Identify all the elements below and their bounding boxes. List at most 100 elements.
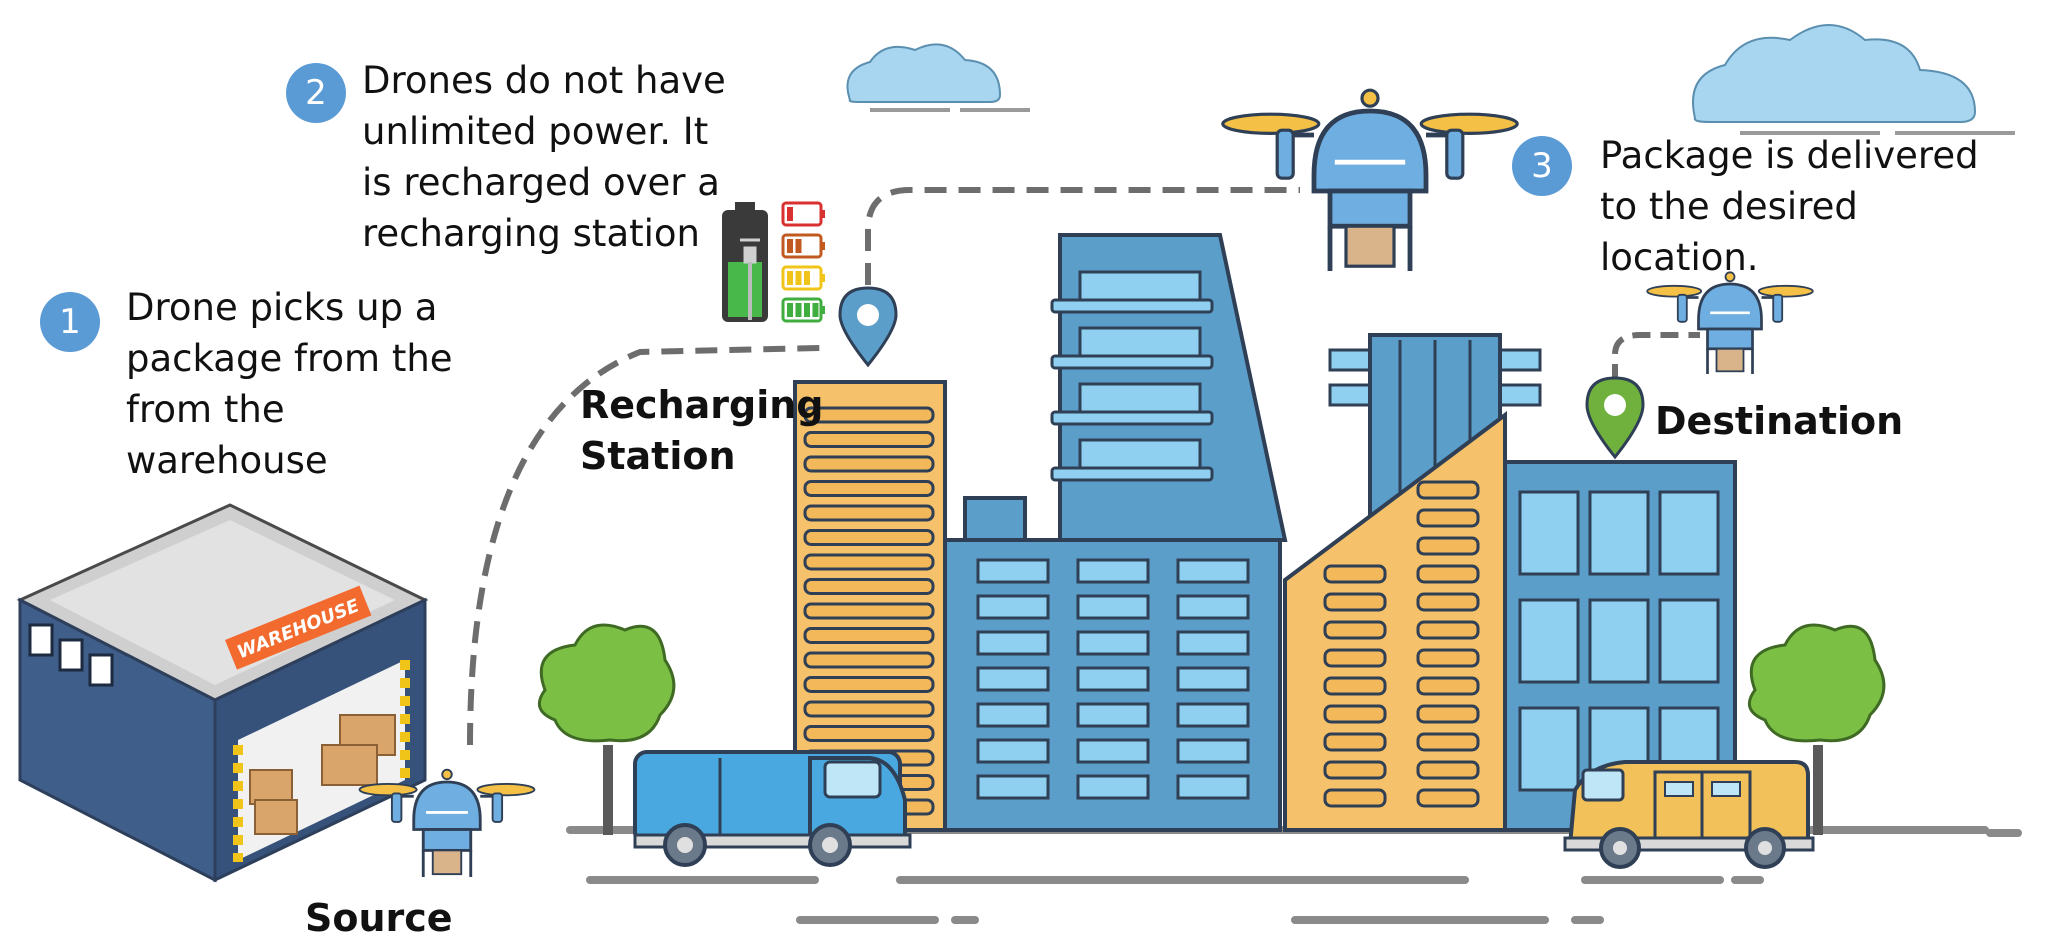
building-slat [1323,788,1387,808]
building-slat [1416,648,1480,668]
building-slat [1323,592,1387,612]
building-slat [803,455,935,473]
recharging-station-pin-icon [838,286,898,368]
recharging-station-label: Recharging Station [580,380,823,482]
step-2-line: recharging station [362,212,700,255]
building-slat [803,676,935,693]
building-window [1076,666,1150,692]
building-window [976,738,1050,764]
step-1-line: Drone picks up a [126,286,438,329]
building-window [1076,594,1150,620]
building-window [1176,738,1250,764]
step-2-badge: 2 [286,63,346,123]
building-slat [803,602,935,620]
battery-level-icon [781,297,825,323]
building-slat [1416,508,1480,528]
route-drone-to-destination [1612,332,1700,410]
building-slat [1416,564,1480,584]
battery-level-icon [781,201,825,227]
drone-destination-icon [1645,270,1815,376]
recharging-station-label-line: Recharging [580,383,824,427]
route-source-to-station [467,345,821,746]
building-slat [803,700,935,718]
building-slat [803,480,935,497]
battery-bar [804,271,810,285]
office-building-orange [1283,411,1507,832]
building-window [1588,598,1650,684]
building-window [1176,774,1250,800]
warehouse-sign [225,585,372,670]
building-slat [1416,760,1480,780]
step-2-line: Drones do not have [362,59,726,102]
destination-label-text: Destination [1655,399,1904,443]
tower-building [1050,233,1288,542]
step-3-badge: 3 [1512,136,1572,196]
building-slat [1323,760,1387,780]
building-slat [803,553,935,571]
building-slat [803,431,935,448]
building-slat [1323,648,1387,668]
building-balcony [1050,410,1214,426]
tree-right [1747,623,1886,835]
battery-bar [787,239,793,253]
battery-tip [821,242,825,250]
battery-level-icons [781,201,825,323]
building-window [1518,706,1580,792]
recharging-station-label-line: Station [580,434,736,478]
battery-bar [787,207,793,221]
building-window [1518,598,1580,684]
source-label-text: Source [305,896,453,940]
battery-bar [787,271,793,285]
building-window [1076,774,1150,800]
battery-level-icon [781,265,825,291]
tree-left [537,623,676,835]
destination-pin-icon [1585,376,1645,460]
building-slat [803,627,935,644]
building-balcony [1050,354,1214,370]
building-balcony [1050,298,1214,314]
step-1-line: warehouse [126,439,328,482]
building-window [1076,702,1150,728]
building-slat [1416,592,1480,612]
office-building-blue [943,496,1282,832]
building-slat [1323,732,1387,752]
building-slat [1416,536,1480,556]
cloud-large [1692,24,2015,135]
battery-bar [812,303,819,317]
building-slat [803,725,935,742]
building-slat [1323,620,1387,640]
building-slat [1416,788,1480,808]
building-slat [1416,732,1480,752]
battery-tip [821,306,825,314]
battery-tip [821,274,825,282]
step-3-line: Package is delivered [1600,134,1979,177]
battery-bar [795,239,802,253]
building-slat [1416,620,1480,640]
building-window [976,666,1050,692]
step-2-text: Drones do not have unlimited power. It i… [362,55,726,259]
step-2-line: unlimited power. It [362,110,709,153]
battery-charging-icon [722,202,768,322]
battery-level-icon [781,233,825,259]
building-window [976,630,1050,656]
cloud-small [846,43,1030,112]
building-window [1176,630,1250,656]
building-slat [803,504,935,522]
warehouse: WAREHOUSE [16,503,429,883]
step-2-line: is recharged over a [362,161,720,204]
step-1-badge: 1 [40,292,100,352]
building-slat [803,651,935,669]
delivery-van-blue [633,750,912,867]
building-window [1076,558,1150,584]
delivery-van-yellow [1563,760,1815,869]
building-slat [1416,704,1480,724]
building-slat [1323,676,1387,696]
building-window [1176,558,1250,584]
battery-bar [795,303,802,317]
battery-bar [804,303,810,317]
building-window [1076,738,1150,764]
building-window [1518,490,1580,576]
building-window [1658,490,1720,576]
step-1-text: Drone picks up a package from the from t… [126,282,453,486]
